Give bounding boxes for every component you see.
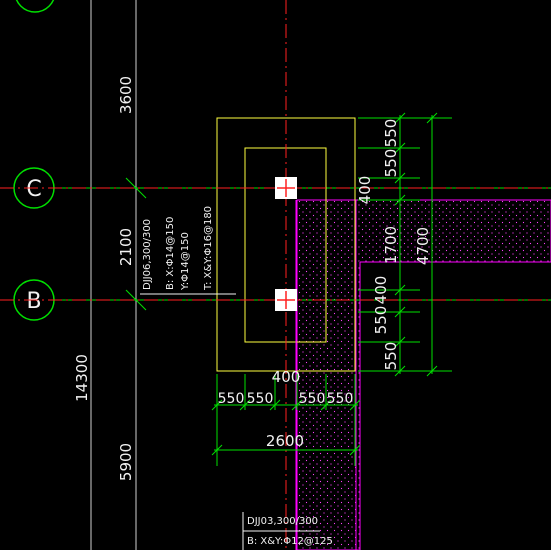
dim-1700: 1700: [382, 226, 400, 264]
axis-bubble-d: D: [15, 0, 55, 13]
tick-b: [125, 289, 147, 311]
right-dimensions: 550 550 400 1700 400 550 550 4700: [356, 112, 452, 377]
dim-550-d: 550: [382, 342, 400, 371]
djj06-line4: T: X&Y:Φ16@180: [203, 206, 214, 291]
djj06-annotation: DJJ06,300/300 B: X:Φ14@150 Y:Φ14@150 T: …: [140, 206, 236, 295]
bottom-dimensions: 400 550 550 550 550 2600: [211, 368, 361, 466]
dim-550-bottom-a: 550: [218, 391, 245, 407]
dim-550-bottom-d: 550: [327, 391, 354, 407]
dim-400-top: 400: [356, 176, 374, 205]
djj06-line1: DJJ06,300/300: [142, 219, 153, 290]
grid-lines: [90, 0, 137, 550]
djj03-line1: DJJ03,300/300: [247, 516, 318, 527]
axis-label-b: B: [26, 289, 41, 314]
dim-550-a: 550: [382, 119, 400, 148]
column-b: [275, 289, 297, 311]
columns: [275, 177, 297, 311]
axis-label-c: C: [26, 177, 41, 202]
dim-550-c: 550: [372, 306, 390, 335]
dim-2100: 2100: [117, 228, 135, 266]
axis-label-d: D: [27, 0, 44, 6]
dim-400-bottom: 400: [372, 276, 390, 305]
dim-5900: 5900: [117, 443, 135, 481]
left-dimensions: 3600 2100 5900 14300: [73, 76, 147, 481]
column-c: [275, 177, 297, 199]
tick-c: [125, 177, 147, 199]
djj06-line3: Y:Φ14@150: [180, 232, 191, 291]
dim-4700: 4700: [414, 227, 432, 265]
djj03-annotation: DJJ03,300/300 B: X&Y:Φ12@125: [242, 512, 333, 550]
djj06-line2: B: X:Φ14@150: [165, 217, 176, 290]
dim-550-bottom-b: 550: [247, 391, 274, 407]
axis-bubbles: D C B: [13, 0, 55, 321]
dim-14300: 14300: [73, 354, 91, 402]
dim-3600: 3600: [117, 76, 135, 114]
djj03-line2: B: X&Y:Φ12@125: [247, 536, 333, 547]
dim-400-bottom-top: 400: [272, 368, 301, 386]
wall-opening: [360, 262, 551, 550]
dim-550-bottom-c: 550: [299, 391, 326, 407]
dim-550-b: 550: [382, 149, 400, 178]
dim-2600: 2600: [266, 432, 304, 450]
